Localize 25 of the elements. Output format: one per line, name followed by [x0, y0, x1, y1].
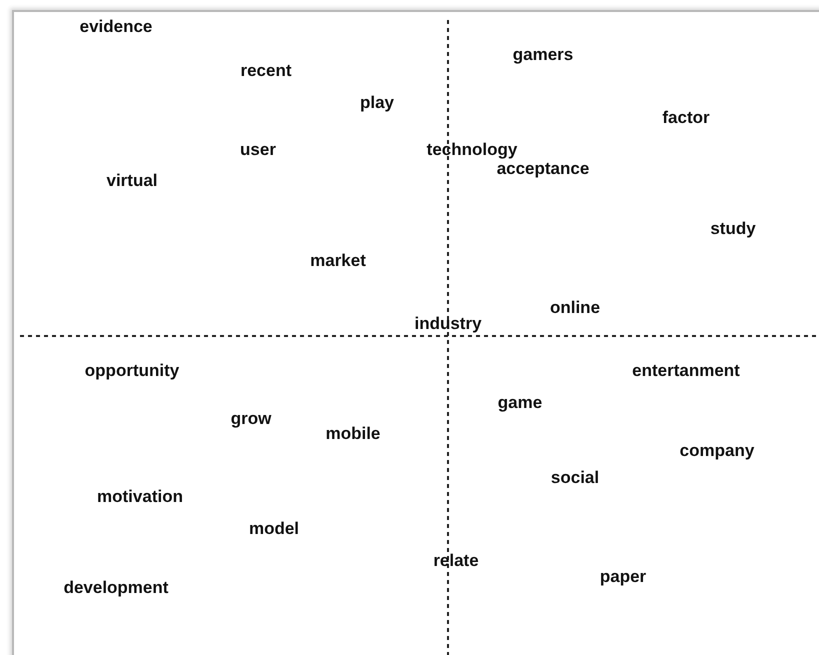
word-label: grow: [230, 409, 272, 429]
word-label: model: [248, 519, 300, 539]
word-label: motivation: [97, 487, 183, 507]
word-label: technology: [426, 140, 518, 160]
word-label: acceptance: [496, 159, 590, 179]
word-label: factor: [662, 108, 710, 128]
word-label: recent: [240, 61, 292, 81]
word-label: industry: [414, 314, 482, 334]
word-label: entertanment: [632, 361, 740, 381]
word-label: game: [498, 393, 542, 413]
word-label: virtual: [106, 171, 158, 191]
word-label: relate: [433, 551, 479, 571]
word-label: opportunity: [84, 361, 180, 381]
word-label: study: [710, 219, 756, 239]
word-label: development: [64, 578, 168, 598]
word-label: evidence: [80, 17, 152, 37]
word-label: play: [360, 93, 394, 113]
word-label: gamers: [512, 45, 574, 65]
word-label: user: [240, 140, 276, 160]
word-label: company: [680, 441, 754, 461]
word-label: social: [550, 468, 600, 488]
word-label: mobile: [326, 424, 380, 444]
word-label: online: [550, 298, 600, 318]
word-label: market: [310, 251, 366, 271]
word-label: paper: [600, 567, 646, 587]
